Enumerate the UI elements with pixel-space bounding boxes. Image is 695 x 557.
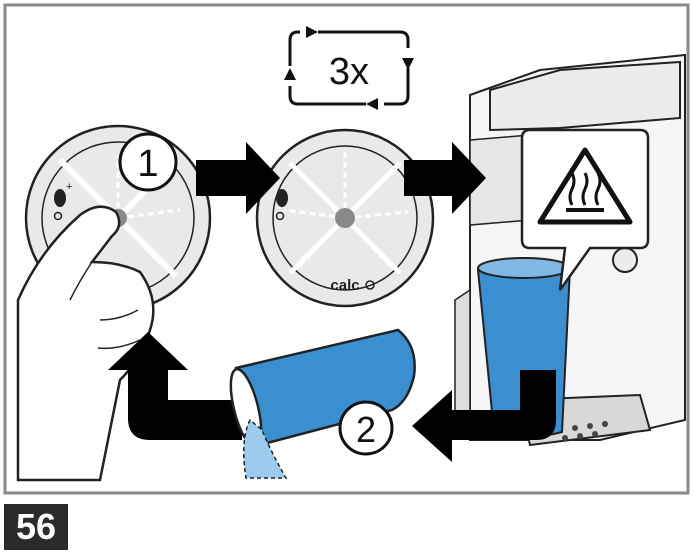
step-2-number: 2 bbox=[356, 409, 376, 450]
svg-text:+: + bbox=[66, 181, 72, 193]
step-2-badge: 2 bbox=[338, 400, 394, 456]
step-1-number: 1 bbox=[137, 143, 158, 185]
repeat-loop bbox=[284, 26, 414, 110]
coffee-bean-icon: + bbox=[54, 181, 72, 207]
arrow-right-2 bbox=[404, 142, 486, 214]
control-dial-middle: calc bbox=[255, 128, 435, 308]
arrow-from-machine bbox=[412, 370, 556, 462]
arrow-right-1 bbox=[196, 142, 280, 214]
coffee-bean-icon-middle bbox=[276, 189, 288, 207]
dial-calc-label-middle: calc bbox=[330, 277, 359, 294]
step-1-badge: 1 bbox=[118, 132, 178, 192]
arrow-back-to-start bbox=[108, 332, 242, 440]
hot-surface-warning-callout bbox=[520, 128, 650, 291]
emptying-cup bbox=[229, 328, 416, 479]
repeat-count-label: 3x bbox=[329, 51, 369, 93]
hand-pressing-icon bbox=[16, 205, 155, 482]
hot-surface-warning-icon bbox=[537, 147, 633, 225]
figure-number-badge: 56 bbox=[4, 504, 68, 550]
